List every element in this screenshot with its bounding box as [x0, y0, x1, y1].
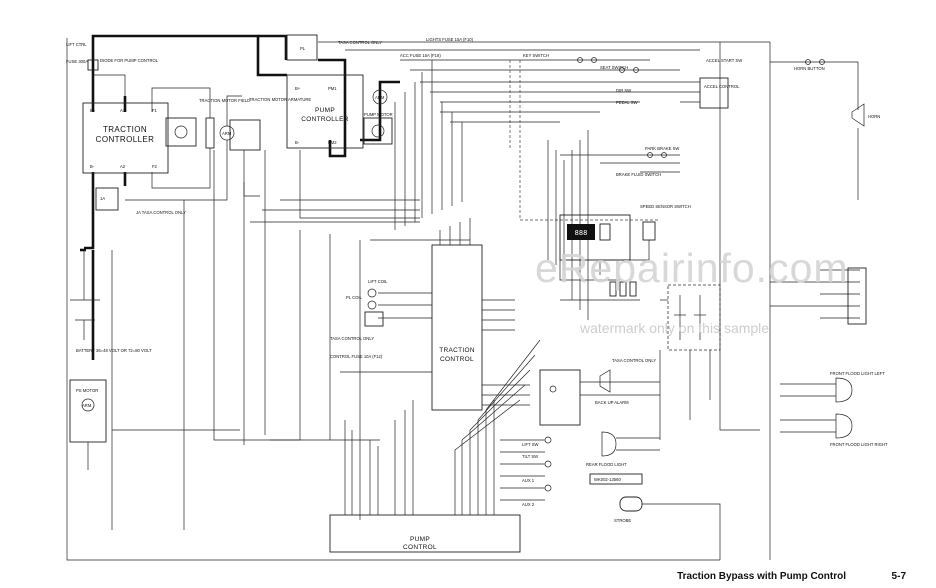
battery-label: BATTERY 36=48 VOLT OR 72=80 VOLT: [76, 348, 152, 353]
ps-motor-label: PS MOTOR: [76, 388, 98, 393]
lift-ctrl-fuse: LIFT CTRL FUSE 300A: [66, 42, 99, 71]
traction-control-io: LIFT COIL PL COIL TASA CONTROL ONLY CONT…: [330, 218, 530, 520]
svg-text:PM2: PM2: [328, 140, 337, 145]
accel-control-label: ACCEL CONTROL: [704, 84, 740, 89]
horn-circuit: HORN BUTTON HORN: [770, 59, 880, 200]
lift-sw-label: LIFT SW: [522, 442, 538, 447]
traction-controller-label-2: CONTROLLER: [96, 135, 155, 144]
svg-text:B-: B-: [295, 140, 300, 145]
rear-flood-light: REAR FLOOD LIGHT: [586, 431, 660, 467]
traction-motor-armature: ARM TRACTION MOTOR ARMATURE: [125, 95, 311, 201]
svg-text:B+: B+: [295, 86, 301, 91]
ja-tasa-label: JA TASA CONTROL ONLY: [136, 210, 186, 215]
aux-1-label: AUX 1: [522, 478, 535, 483]
right-harness: [719, 42, 867, 560]
strobe-label: STROBE: [614, 518, 631, 523]
control-fuse-label: CONTROL FUSE 10A (F12): [330, 354, 383, 359]
drawing-id-box: WK002-13560: [589, 473, 643, 485]
pump-control-io: TILT SW LIFT SW AUX 1 AUX 2: [344, 339, 552, 515]
svg-text:B-: B-: [90, 164, 95, 169]
pl-coil-label: PL COIL: [346, 295, 363, 300]
svg-text:1A: 1A: [100, 196, 105, 201]
svg-text:ARM: ARM: [222, 131, 232, 136]
traction-control-block: TRACTION CONTROL: [431, 244, 483, 411]
tasa-control-only-mid-label: TASA CONTROL ONLY: [330, 336, 374, 341]
svg-text:A2: A2: [120, 164, 126, 169]
tasa-control-only-right-label: TASA CONTROL ONLY: [612, 358, 656, 363]
control-wiring-left: ARM BATTERY 36=48 VOLT OR 72=80 VOLT PS …: [66, 38, 720, 561]
tilt-sw-label: TILT SW: [522, 454, 538, 459]
strobe: STROBE: [614, 496, 721, 560]
front-flood-light-right: FRONT FLOOD LIGHT RIGHT: [780, 413, 888, 447]
power-wiring: [80, 34, 400, 360]
svg-text:PL: PL: [300, 46, 306, 51]
diode-pump-control: DIODE FOR PUMP CONTROL: [93, 58, 159, 96]
svg-text:PM1: PM1: [328, 86, 337, 91]
horn-label: HORN: [868, 114, 880, 119]
traction-motor-field: TRACTION MOTOR FIELD: [151, 87, 250, 189]
key-switch-label: KEY SWITCH: [523, 53, 549, 58]
speed-resistor-bank: [560, 281, 640, 301]
speed-display: 888: [559, 214, 631, 281]
pump-controller-top-block: PUMP CONTROLLER B+ PM1 B- PM2: [286, 74, 364, 149]
top-harness: LIGHTS FUSE 15A (F10) ACC FUSE 15A (F18)…: [318, 37, 770, 230]
dir-sw-label: DIR SW: [616, 88, 631, 93]
top-contactor: PL TASA CONTROL ONLY: [286, 34, 382, 61]
accel-start-sw-label: ACCEL START SW: [706, 58, 742, 63]
traction-control-label-2: CONTROL: [440, 356, 474, 363]
lights-fuse-label: LIGHTS FUSE 15A (F10): [426, 37, 474, 42]
front-flood-light-right-label: FRONT FLOOD LIGHT RIGHT: [830, 442, 888, 447]
diode-pump-control-label: DIODE FOR PUMP CONTROL: [100, 58, 159, 63]
front-flood-light-left: FRONT FLOOD LIGHT LEFT: [780, 371, 885, 403]
back-up-alarm-label: BACK UP ALARM: [595, 400, 629, 405]
speed-display-value: 888: [575, 229, 588, 237]
speed-sensor-switch-label: SPEED SENSOR SWITCH: [640, 204, 691, 209]
acc-fuse-label: ACC FUSE 15A (F18): [400, 53, 441, 58]
page-number: 5-7: [891, 571, 906, 582]
watermark: eRepairinfo.com watermark only on this s…: [535, 245, 849, 336]
drawing-id-label: WK002-13560: [594, 477, 621, 482]
ja-tasa-contactor: 1A JA TASA CONTROL ONLY: [95, 187, 186, 215]
pump-controller-top-label-2: CONTROLLER: [301, 116, 348, 123]
svg-text:F2: F2: [152, 164, 158, 169]
pump-control-bottom-block: PUMP CONTROL: [329, 514, 521, 553]
relay-block-right: [659, 284, 721, 440]
seat-switch-label: SEAT SWITCH: [600, 65, 628, 70]
back-up-alarm: BACK UP ALARM TASA CONTROL ONLY: [539, 358, 660, 426]
rear-flood-light-label: REAR FLOOD LIGHT: [586, 462, 627, 467]
pump-controller-top-label-1: PUMP: [315, 107, 335, 114]
traction-controller-label-1: TRACTION: [103, 125, 147, 134]
brake-fluid-switch-label: BRAKE FLUID SWITCH: [616, 172, 661, 177]
speed-sensor-switch: SPEED SENSOR SWITCH: [600, 204, 691, 261]
horn-button-label: HORN BUTTON: [794, 66, 825, 71]
pump-control-bottom-label-1: PUMP: [410, 536, 430, 543]
svg-text:F1: F1: [152, 108, 158, 113]
svg-text:B+: B+: [90, 108, 96, 113]
pump-control-bottom-label-2: CONTROL: [403, 544, 437, 551]
traction-controller-block: TRACTION CONTROLLER B+ A1 F1 B- A2 F2: [82, 102, 169, 174]
traction-motor-field-label: TRACTION MOTOR FIELD: [199, 98, 250, 103]
svg-text:A1: A1: [120, 108, 126, 113]
aux-2-label: AUX 2: [522, 502, 535, 507]
fuse-main-label: FUSE 300A: [66, 59, 88, 64]
pump-motor: ARM PUMP MOTOR: [363, 89, 393, 145]
watermark-site: eRepairinfo.com: [535, 245, 849, 291]
watermark-note: watermark only on this sample: [579, 320, 769, 336]
front-flood-light-left-label: FRONT FLOOD LIGHT LEFT: [830, 371, 885, 376]
tasa-control-only-top-label: TASA CONTROL ONLY: [338, 40, 382, 45]
lift-coil-label: LIFT COIL: [368, 279, 388, 284]
lift-ctrl-label: LIFT CTRL: [66, 42, 87, 47]
svg-text:ARM: ARM: [375, 95, 385, 100]
diagram-caption: Traction Bypass with Pump Control: [677, 571, 846, 582]
svg-text:ARM: ARM: [82, 403, 92, 408]
traction-motor-armature-label: TRACTION MOTOR ARMATURE: [249, 97, 311, 102]
pedal-sw-label: PEDAL SW: [616, 100, 638, 105]
traction-control-label-1: TRACTION: [439, 347, 475, 354]
pump-motor-label: PUMP MOTOR: [364, 112, 393, 117]
park-brake-sw-label: PARK BRAKE SW: [645, 146, 679, 151]
